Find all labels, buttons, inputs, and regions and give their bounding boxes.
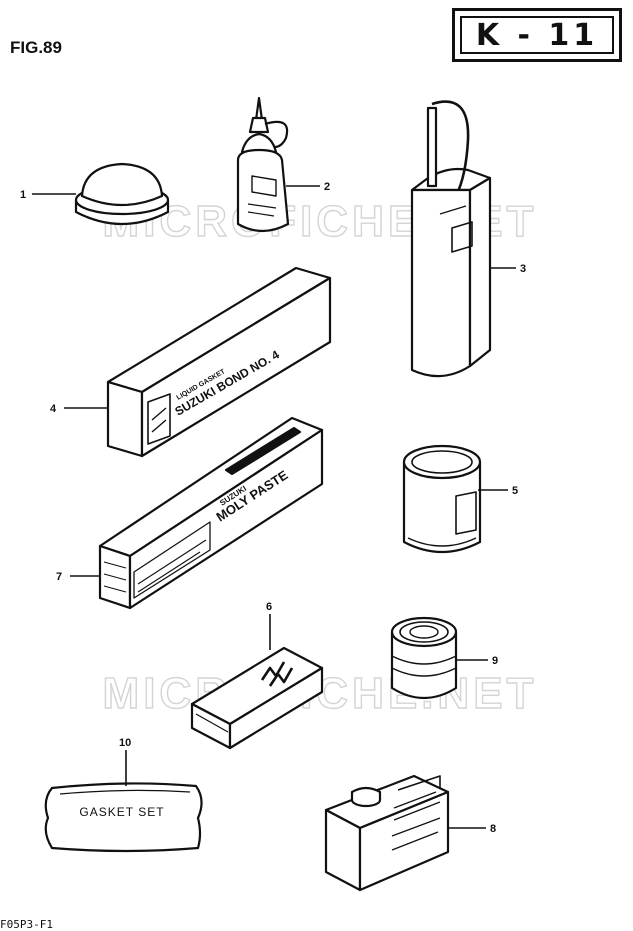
callout-8: 8: [490, 823, 496, 835]
callout-numbers: 1 2 3 4 5 6 7 8 9 10: [20, 181, 526, 835]
gasket-set-part: [44, 782, 203, 853]
callout-2: 2: [324, 181, 330, 193]
pack-box-part: [190, 646, 324, 750]
page-code-box: K - 11: [452, 8, 622, 62]
canister-part: [324, 774, 450, 892]
callout-7: 7: [56, 571, 62, 583]
leader-lines: [32, 185, 516, 829]
page-code: K - 11: [460, 16, 614, 54]
callout-4: 4: [50, 403, 57, 415]
oil-can-part: [410, 100, 492, 378]
callout-1: 1: [20, 189, 26, 201]
small-tin-part: [390, 616, 458, 699]
footer-code: F05P3-F1: [0, 918, 53, 931]
callout-9: 9: [492, 655, 498, 667]
callout-3: 3: [520, 263, 526, 275]
grease-tin-part: [74, 162, 170, 226]
oil-bottle-part: [236, 96, 290, 233]
callout-5: 5: [512, 485, 518, 497]
bond-box-part: [106, 266, 332, 458]
figure-label: FIG.89: [10, 38, 62, 57]
callout-10: 10: [119, 737, 131, 749]
callout-6: 6: [266, 601, 272, 613]
sealant-can-part: [402, 444, 482, 554]
gasket-set-label: GASKET SET: [79, 805, 164, 819]
moly-paste-box-part: [98, 416, 324, 610]
